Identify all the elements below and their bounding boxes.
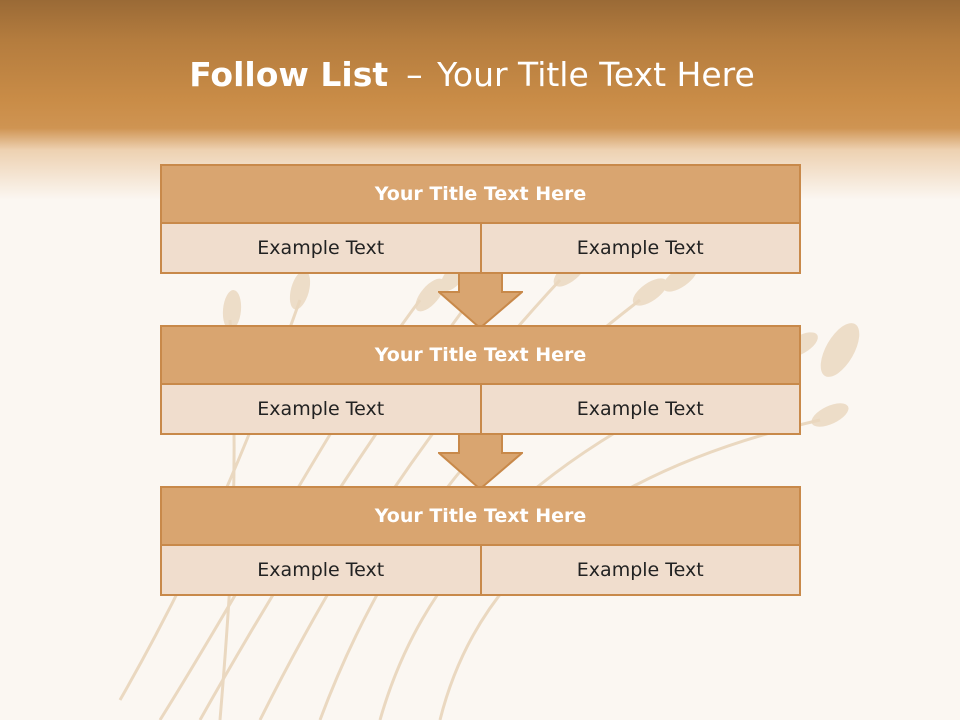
panel-cell-left: Example Text [162,546,480,594]
follow-panel: Your Title Text Here Example Text Exampl… [160,486,801,596]
down-arrow-icon [438,430,523,490]
panel-row: Example Text Example Text [162,385,799,433]
panel-cell-left: Example Text [162,224,480,272]
title-bold-part: Follow List [189,55,389,94]
follow-panel: Your Title Text Here Example Text Exampl… [160,164,801,274]
panel-title: Your Title Text Here [162,488,799,546]
panel-row: Example Text Example Text [162,224,799,272]
down-arrow-icon [438,269,523,329]
page-title: Follow List– Your Title Text Here [0,52,944,98]
follow-panel: Your Title Text Here Example Text Exampl… [160,325,801,435]
panel-cell-right: Example Text [479,385,799,433]
title-rest-part: Your Title Text Here [437,55,755,94]
panel-title: Your Title Text Here [162,166,799,224]
panel-title: Your Title Text Here [162,327,799,385]
panel-cell-left: Example Text [162,385,480,433]
panel-cell-right: Example Text [479,224,799,272]
panel-cell-right: Example Text [479,546,799,594]
title-separator: – [406,55,423,94]
panel-row: Example Text Example Text [162,546,799,594]
